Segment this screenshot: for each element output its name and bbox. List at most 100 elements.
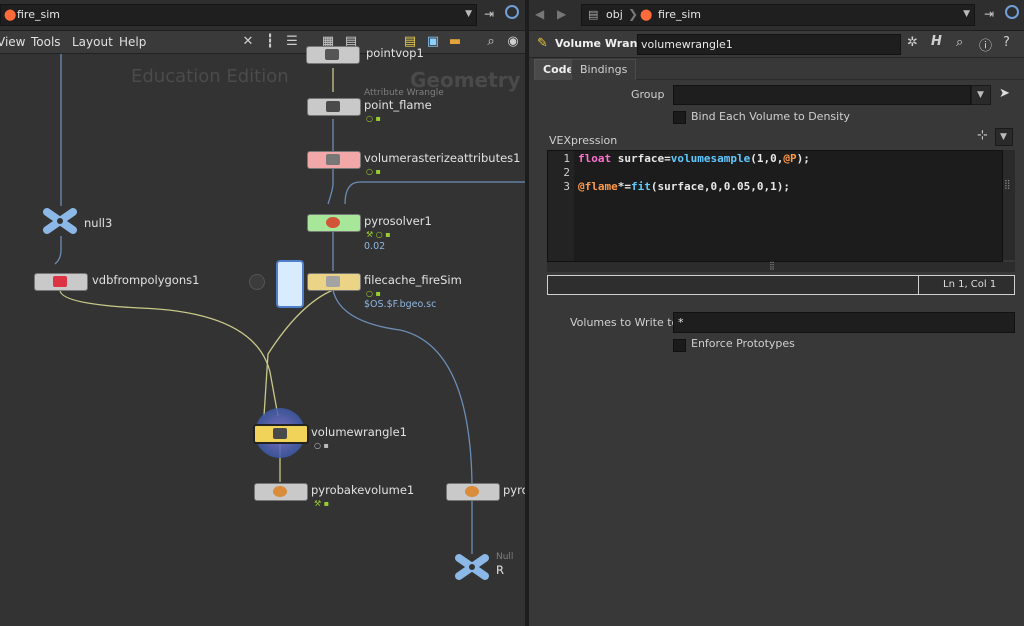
- group-label: Group: [631, 88, 665, 101]
- forward-arrow-icon[interactable]: ▶: [557, 7, 567, 21]
- parameter-path-field[interactable]: ▤ obj ❯ ⬤ fire_sim ▼: [581, 4, 975, 26]
- back-arrow-icon[interactable]: ◀: [535, 7, 545, 21]
- volumes-write-value: *: [678, 316, 684, 329]
- bind-density-checkbox[interactable]: [673, 111, 686, 124]
- enforce-prototypes-checkbox[interactable]: [673, 339, 686, 352]
- code-vertical-scrollbar[interactable]: ⣿: [1003, 150, 1015, 260]
- box-icon[interactable]: ▬: [448, 34, 462, 49]
- bypass-toggle-icon[interactable]: [249, 274, 265, 290]
- obj-icon: ▤: [588, 8, 599, 21]
- code-line-1[interactable]: float surface=volumesample(1,0,@P);: [578, 152, 810, 165]
- code-line-3[interactable]: @flame*=fit(surface,0,0.05,0,1);: [578, 180, 790, 193]
- chevron-down-icon[interactable]: ▼: [465, 9, 472, 19]
- scroll-grip-icon: ⣿: [1004, 180, 1011, 190]
- houdini-help-icon[interactable]: H: [931, 34, 942, 49]
- wire-solver-a: [327, 168, 334, 205]
- wrangle-node-icon: ✎: [537, 36, 548, 51]
- chevron-down-icon[interactable]: ▼: [963, 9, 970, 19]
- node-volumewrangle[interactable]: [253, 424, 309, 444]
- code-function: volumesample: [670, 152, 751, 165]
- cursor-position-box: Ln 1, Col 1: [918, 276, 1015, 294]
- add-snippet-icon[interactable]: ⊹: [977, 128, 988, 143]
- menu-help[interactable]: Help: [119, 35, 147, 49]
- node-filecache[interactable]: [307, 273, 361, 291]
- volumes-write-field[interactable]: *: [673, 312, 1015, 333]
- node-flags: ⚒ ▪: [314, 499, 330, 508]
- node-type-label: Volume Wrangle: [555, 37, 657, 50]
- code-attribute: @flame: [578, 180, 618, 193]
- tree-icon[interactable]: ┇: [266, 34, 274, 49]
- node-pyro-right[interactable]: [446, 483, 500, 501]
- snippet-dropdown-button[interactable]: ▼: [995, 128, 1013, 146]
- path-root[interactable]: obj: [606, 8, 623, 21]
- node-flags: ○ ▪: [366, 114, 381, 123]
- group-field[interactable]: [673, 85, 971, 105]
- code-function: fit: [631, 180, 651, 193]
- cursor-position: Ln 1, Col 1: [943, 279, 997, 290]
- help-icon[interactable]: ?: [1003, 35, 1010, 50]
- node-pyrobakevolume[interactable]: [254, 483, 308, 501]
- tab-bindings[interactable]: Bindings: [571, 59, 637, 80]
- node-pyrosolver[interactable]: [307, 214, 361, 232]
- eye-icon[interactable]: ◉: [507, 34, 519, 49]
- parameter-path-bar: ◀ ▶ ▤ obj ❯ ⬤ fire_sim ▼ ⇥: [529, 0, 1024, 31]
- gear-icon[interactable]: ✲: [907, 35, 918, 50]
- node-name-field[interactable]: volumewrangle1: [637, 34, 901, 55]
- image-icon[interactable]: ▣: [426, 34, 440, 49]
- menu-tools[interactable]: Tools: [31, 35, 61, 49]
- node-null3[interactable]: [42, 208, 78, 234]
- node-null-r[interactable]: [454, 554, 490, 580]
- node-filecache-label: filecache_fireSim: [364, 273, 462, 287]
- pane-splitter[interactable]: [525, 0, 529, 626]
- menu-view[interactable]: View: [0, 35, 26, 49]
- education-watermark: Education Edition: [131, 66, 289, 87]
- parameter-editor-pane: ◀ ▶ ▤ obj ❯ ⬤ fire_sim ▼ ⇥ ✎ Volume Wran…: [529, 0, 1024, 626]
- pin-icon[interactable]: ⇥: [484, 7, 495, 21]
- node-pyro-right-label: pyro: [503, 483, 525, 497]
- wrench-icon[interactable]: ✕: [242, 34, 254, 49]
- link-icon[interactable]: [1005, 5, 1019, 19]
- code-resize-handle[interactable]: ⣿: [547, 261, 1015, 272]
- node-flags: ○ ▪: [366, 167, 381, 176]
- tab-bar: Code Bindings: [534, 59, 1024, 80]
- path-current[interactable]: fire_sim: [658, 8, 701, 21]
- node-point-flame-label: point_flame: [364, 98, 432, 112]
- volumes-write-label: Volumes to Write to: [570, 316, 679, 329]
- grid-alt-icon[interactable]: ▤: [344, 34, 358, 49]
- menu-layout[interactable]: Layout: [72, 35, 113, 49]
- network-path-field[interactable]: ⬤ fire_sim ▼: [0, 4, 477, 26]
- node-point-flame-type: Attribute Wrangle: [364, 88, 444, 98]
- network-wires: [54, 54, 525, 554]
- line-number-gutter: [548, 151, 574, 261]
- network-editor-pane: ⬤ fire_sim ▼ ⇥ View Tools Layout Help ✕ …: [0, 0, 525, 626]
- cursor-arrow-icon[interactable]: ➤: [999, 86, 1010, 101]
- node-flags: ⚒ ○ ▪: [366, 230, 391, 239]
- info-icon[interactable]: ⓘ: [979, 39, 993, 54]
- list-icon[interactable]: ☰: [286, 34, 298, 49]
- bind-density-label: Bind Each Volume to Density: [691, 110, 851, 123]
- wire-solver-b: [344, 181, 525, 205]
- wire-vdb-to-wrangle: [59, 289, 279, 417]
- grid-icon[interactable]: ▦: [321, 34, 335, 49]
- network-menu-bar: View Tools Layout Help ✕ ┇ ☰ ▦ ▤ ▤ ▣ ▬ ⌕…: [0, 31, 525, 54]
- group-dropdown-button[interactable]: ▼: [971, 85, 991, 105]
- node-volumerasterize[interactable]: [307, 151, 361, 169]
- network-canvas[interactable]: Education Edition Geometry pointvop1 Att…: [0, 46, 525, 626]
- node-name-text: volumewrangle1: [641, 38, 733, 51]
- node-flags: ○ ▪: [314, 441, 329, 450]
- pin-icon[interactable]: ⇥: [984, 7, 995, 21]
- line-number: 3: [563, 180, 570, 193]
- node-null-r-label: R: [496, 563, 504, 577]
- context-watermark: Geometry: [410, 68, 521, 92]
- search-icon[interactable]: ⌕: [487, 34, 495, 49]
- sticky-note-icon[interactable]: ▤: [403, 34, 417, 49]
- node-vdbfrompolygons-label: vdbfrompolygons1: [92, 273, 200, 287]
- node-pointvop[interactable]: [306, 46, 360, 64]
- network-path-bar: ⬤ fire_sim ▼ ⇥: [0, 0, 525, 31]
- node-vdbfrompolygons[interactable]: [34, 273, 88, 291]
- link-icon[interactable]: [505, 5, 519, 19]
- node-point-flame[interactable]: [307, 98, 361, 116]
- node-filecache-value: $OS.$F.bgeo.sc: [364, 299, 437, 310]
- vex-code-editor[interactable]: 1 float surface=volumesample(1,0,@P); 2 …: [547, 150, 1003, 262]
- search-icon[interactable]: ⌕: [956, 35, 964, 50]
